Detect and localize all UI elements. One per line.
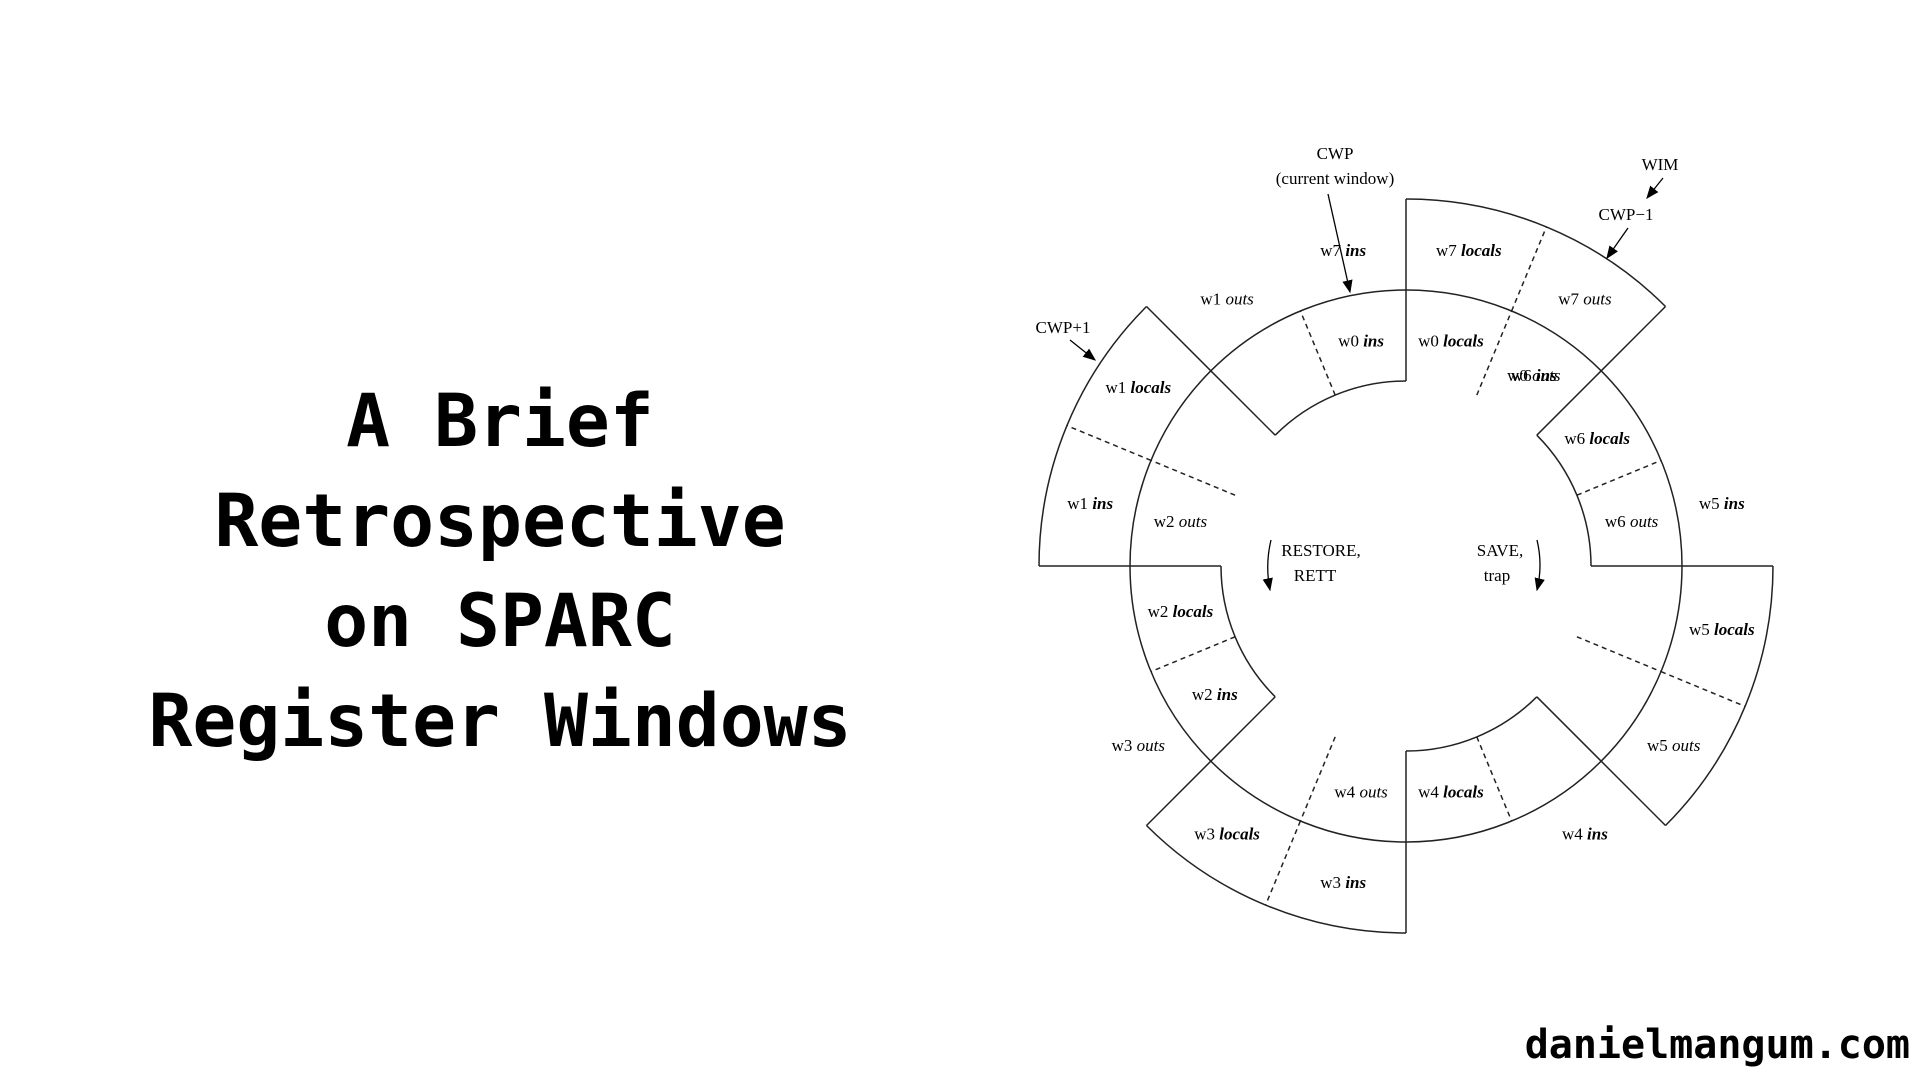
window-divider-inner [1299, 736, 1336, 822]
save-label: SAVE, [1477, 541, 1523, 560]
cell-w1-locals: w1 locals [1105, 378, 1171, 397]
cwp-label: CWP [1317, 144, 1354, 163]
window-divider-inner [1476, 736, 1513, 822]
window-divider-outer [1660, 670, 1746, 708]
title-line-1: A Brief [346, 379, 654, 464]
cell-w5-ins: w5 ins [1699, 494, 1745, 513]
cell-w4-outs: w4 outs [1334, 783, 1388, 802]
cwp-plus-arrow [1069, 339, 1097, 361]
window-divider-inner [1150, 459, 1236, 496]
window-boundary-inner [1536, 370, 1602, 436]
window-divider-outer [1066, 424, 1152, 462]
cell-w3-locals: w3 locals [1194, 825, 1260, 844]
window-divider-outer [1510, 226, 1548, 312]
cell-w3-outs: w3 outs [1112, 736, 1166, 755]
cell-w7-outs: w7 outs [1558, 289, 1612, 308]
cell-w2-outs: w2 outs [1154, 512, 1208, 531]
cell-w6-ins: w6 ins [1511, 366, 1557, 385]
cell-w2-locals: w2 locals [1148, 602, 1214, 621]
cell-w5-locals: w5 locals [1689, 620, 1755, 639]
cell-w1-ins: w1 ins [1067, 494, 1113, 513]
cell-w1-outs: w1 outs [1200, 289, 1254, 308]
window-boundary-inner [1210, 696, 1276, 762]
window-boundary-outer [1145, 760, 1212, 827]
inner-arc [1536, 434, 1592, 567]
cell-w6-outs: w6 outs [1605, 512, 1659, 531]
inner-arc [1220, 565, 1276, 698]
site-domain: danielmangum.com [1524, 1022, 1910, 1068]
window-boundary-inner [1210, 370, 1276, 436]
cell-w0-ins: w0 ins [1338, 331, 1384, 350]
restore-label: RESTORE, [1281, 541, 1361, 560]
window-divider-inner [1476, 310, 1513, 396]
rett-label: RETT [1294, 566, 1337, 585]
cwp-arrow [1327, 193, 1353, 294]
window-boundary-outer [1145, 305, 1212, 372]
window-divider-inner [1299, 310, 1336, 396]
wim-label: WIM [1642, 155, 1679, 174]
cwp-sub-label: (current window) [1276, 169, 1395, 188]
inner-arc [1274, 380, 1407, 436]
cell-w2-ins: w2 ins [1192, 685, 1238, 704]
window-cell-labels: w0 locals w0 ins w0 outs w1 outs w1 locals w1… [1067, 241, 1755, 892]
cwp-plus-label: CWP+1 [1036, 318, 1091, 337]
window-boundary-outer [1600, 305, 1667, 372]
trap-label: trap [1484, 566, 1510, 585]
wim-arrow [1646, 177, 1664, 200]
page-title: A Brief Retrospective on SPARC Register … [60, 372, 940, 772]
cell-w5-outs: w5 outs [1647, 736, 1701, 755]
cell-w7-locals: w7 locals [1436, 241, 1502, 260]
window-boundary-inner [1536, 696, 1602, 762]
cwp-minus-label: CWP−1 [1599, 205, 1654, 224]
title-line-4: Register Windows [148, 679, 852, 764]
window-boundary-outer [1600, 760, 1667, 827]
title-line-2: Retrospective [214, 479, 786, 564]
cell-w6-locals: w6 locals [1564, 429, 1630, 448]
cell-w4-locals: w4 locals [1418, 783, 1484, 802]
save-arrow [1534, 539, 1545, 592]
cell-w7-ins: w7 ins [1320, 241, 1366, 260]
diagram-annotations: CWP (current window) WIM CWP−1 CWP+1 RES… [1036, 144, 1679, 592]
restore-arrow [1262, 539, 1273, 592]
cwp-minus-arrow [1606, 227, 1629, 260]
cell-w4-ins: w4 ins [1562, 825, 1608, 844]
window-divider-inner [1576, 459, 1662, 496]
title-line-3: on SPARC [324, 579, 676, 664]
window-divider-outer [1264, 820, 1302, 906]
cell-w3-ins: w3 ins [1320, 873, 1366, 892]
cell-w0-outs: w0 outs [1507, 366, 1561, 385]
cell-w0-locals: w0 locals [1418, 331, 1484, 350]
inner-arc [1405, 696, 1538, 752]
window-divider-inner [1150, 636, 1236, 673]
window-divider-inner [1576, 636, 1662, 673]
window-rings [1038, 198, 1774, 934]
